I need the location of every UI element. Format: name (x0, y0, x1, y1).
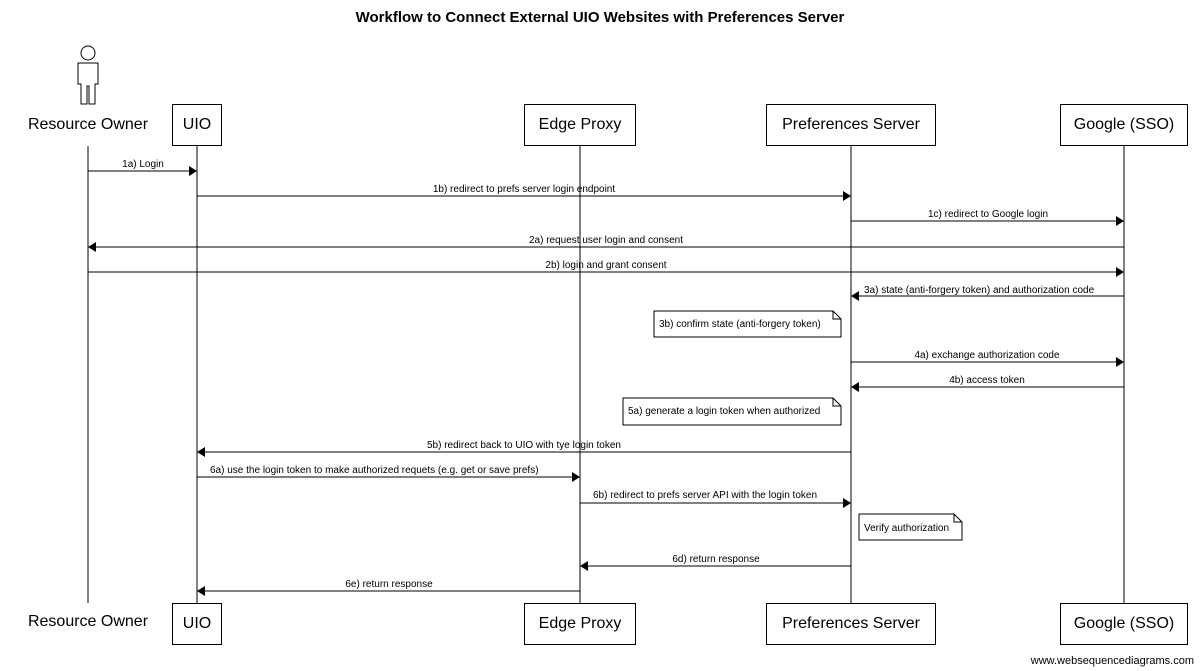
message-4b-label: 4b) access token (949, 375, 1025, 386)
message-6d-label: 6d) return response (672, 554, 760, 565)
message-6a-label: 6a) use the login token to make authoriz… (210, 465, 539, 476)
arrowhead-2a (88, 242, 96, 252)
participant-google-bottom: Google (SSO) (1060, 603, 1188, 645)
message-3a-label: 3a) state (anti-forgery token) and autho… (864, 285, 1095, 296)
actor-person-icon (77, 45, 99, 105)
arrowhead-1c (1116, 216, 1124, 226)
note-5a-text: 5a) generate a login token when authoriz… (628, 406, 820, 417)
message-5b-label: 5b) redirect back to UIO with tye login … (427, 440, 621, 451)
arrowhead-4b (851, 382, 859, 392)
participant-uio-top: UIO (172, 104, 222, 146)
footer-credit: www.websequencediagrams.com (1030, 655, 1194, 667)
participant-uio-bottom: UIO (172, 603, 222, 645)
note-6c (858, 513, 963, 541)
message-6e-label: 6e) return response (345, 579, 433, 590)
arrowhead-1b (843, 191, 851, 201)
message-2a-label: 2a) request user login and consent (529, 235, 683, 246)
message-6b-label: 6b) redirect to prefs server API with th… (593, 490, 817, 501)
participant-edge-proxy-bottom: Edge Proxy (524, 603, 636, 645)
message-1a-label: 1a) Login (122, 159, 164, 170)
arrowhead-6e (197, 586, 205, 596)
note-3b (653, 310, 842, 338)
participant-prefs-server-bottom: Preferences Server (766, 603, 936, 645)
participant-prefs-server-top: Preferences Server (766, 104, 936, 146)
diagram-title: Workflow to Connect External UIO Website… (355, 9, 845, 26)
arrowhead-5b (197, 447, 205, 457)
arrowhead-2b (1116, 267, 1124, 277)
arrowhead-3a (851, 291, 859, 301)
message-4a-label: 4a) exchange authorization code (914, 350, 1060, 361)
participant-resource-owner-top: Resource Owner (27, 116, 149, 133)
arrowhead-1a (189, 166, 197, 176)
arrowhead-6b (843, 498, 851, 508)
note-5a (622, 397, 842, 426)
message-1c-label: 1c) redirect to Google login (928, 209, 1048, 220)
arrowhead-4a (1116, 357, 1124, 367)
participant-edge-proxy-top: Edge Proxy (524, 104, 636, 146)
arrowhead-6a (572, 472, 580, 482)
participant-google-top: Google (SSO) (1060, 104, 1188, 146)
participant-resource-owner-bottom: Resource Owner (27, 613, 149, 630)
note-6c-text: Verify authorization (864, 523, 949, 534)
message-2b-label: 2b) login and grant consent (545, 260, 666, 271)
arrowhead-6d (580, 561, 588, 571)
note-3b-text: 3b) confirm state (anti-forgery token) (659, 319, 821, 330)
message-1b-label: 1b) redirect to prefs server login endpo… (433, 184, 616, 195)
